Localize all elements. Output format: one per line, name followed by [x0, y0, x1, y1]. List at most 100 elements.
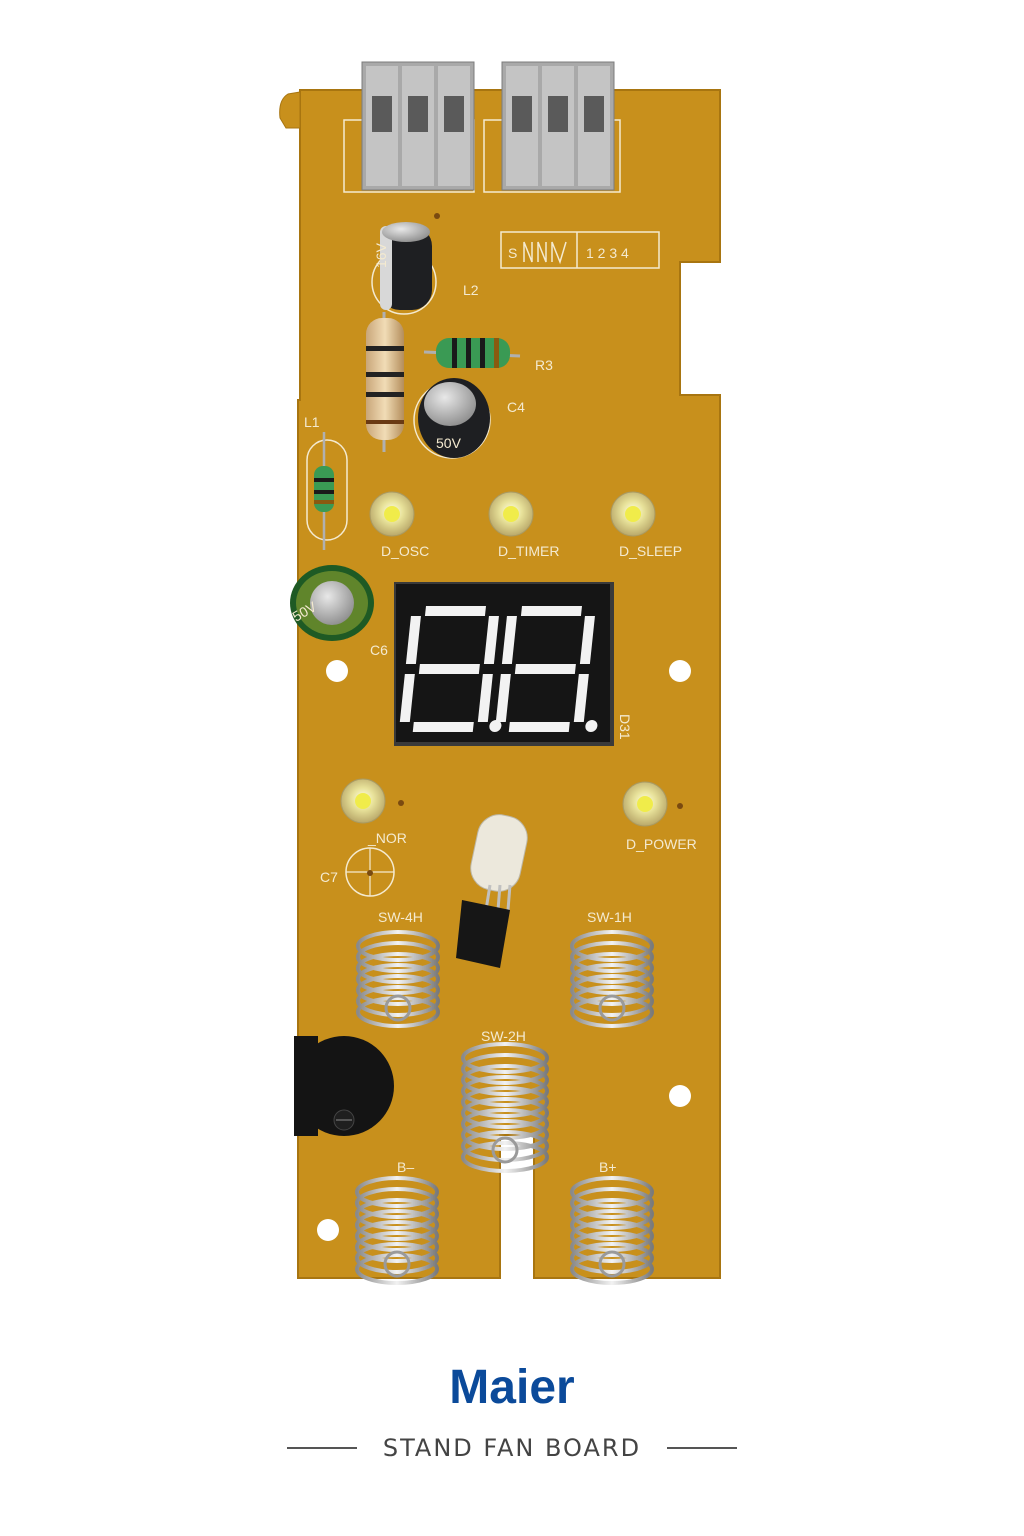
- pin-label-box: S 1 2 3 4: [500, 231, 660, 269]
- label-d-sleep: D_SLEEP: [619, 543, 682, 559]
- resistor-green-r3: [423, 338, 521, 368]
- spring-coil: [570, 1176, 654, 1208]
- spring-coil: [570, 996, 654, 1028]
- label-d-timer: D_TIMER: [498, 543, 559, 559]
- spring-coil: [570, 941, 654, 973]
- spring-coil: [461, 1075, 549, 1107]
- spring-coil: [356, 930, 440, 962]
- spring-coil: [461, 1053, 549, 1085]
- spring-coil: [355, 1253, 439, 1285]
- terminal-block-left: [343, 61, 475, 193]
- spring-base: [598, 1250, 626, 1278]
- spring-coil: [570, 1242, 654, 1274]
- spring-coil: [356, 941, 440, 973]
- cap-c4-marking: 50V: [436, 435, 462, 451]
- spring-coil: [355, 1198, 439, 1230]
- spring-coil: [570, 1253, 654, 1285]
- spring-coil: [461, 1119, 549, 1151]
- via: [677, 803, 683, 809]
- spring-coil: [355, 1176, 439, 1208]
- spring-coil: [570, 1198, 654, 1230]
- spring-coil: [461, 1097, 549, 1129]
- resistor-beige: [366, 312, 404, 452]
- spring-coil: [461, 1064, 549, 1096]
- capacitor-top: 16V: [371, 222, 437, 315]
- led-d-timer: [488, 491, 534, 537]
- c7-footprint: [345, 847, 395, 897]
- spring-b-minus: [355, 1176, 439, 1285]
- spring-coil: [356, 985, 440, 1017]
- via: [398, 800, 404, 806]
- led-d-sleep: [610, 491, 656, 537]
- label-sw2h: SW-2H: [481, 1028, 526, 1044]
- label-pins: 1 2 3 4: [586, 245, 629, 261]
- label-r3: R3: [535, 357, 553, 373]
- spring-coil: [570, 985, 654, 1017]
- label-d-osc: D_OSC: [381, 543, 429, 559]
- terminal-block-right: [483, 61, 621, 193]
- spring-coil: [570, 1209, 654, 1241]
- label-l2: L2: [463, 282, 479, 298]
- brand-name: Maier: [449, 1361, 575, 1414]
- label-d31: D31: [617, 714, 633, 740]
- spring-sw2h: [461, 1042, 549, 1173]
- spring-base: [383, 1250, 411, 1278]
- label-sw4h: SW-4H: [378, 909, 423, 925]
- transistor: [456, 900, 510, 968]
- spring-coil: [570, 963, 654, 995]
- spring-coil: [570, 1220, 654, 1252]
- spring-coil: [570, 1231, 654, 1263]
- display-digit-2: [495, 606, 598, 732]
- led-d-osc: [369, 491, 415, 537]
- label-c7: C7: [320, 869, 338, 885]
- label-c6: C6: [370, 642, 388, 658]
- label-s: S: [508, 245, 517, 261]
- spring-coil: [570, 974, 654, 1006]
- product-subtitle: STAND FAN BOARD: [382, 1434, 642, 1462]
- spring-coil: [461, 1141, 549, 1173]
- mount-hole: [317, 1219, 339, 1241]
- mount-hole: [669, 660, 691, 682]
- spring-coil: [461, 1042, 549, 1074]
- spring-coil: [461, 1130, 549, 1162]
- ir-receiver: [470, 814, 528, 911]
- spring-base: [491, 1136, 519, 1164]
- label-c4: C4: [507, 399, 525, 415]
- label-nor: _NOR: [367, 830, 407, 846]
- capacitor-c6: 50V: [290, 565, 374, 641]
- label-b-minus: B–: [397, 1159, 414, 1175]
- spring-sw4h: [356, 930, 440, 1028]
- spring-coil: [461, 1086, 549, 1118]
- pcb-tab: [279, 91, 301, 129]
- mount-hole: [669, 1085, 691, 1107]
- spring-coil: [356, 952, 440, 984]
- inductor-l1: [306, 432, 348, 550]
- label-sw1h: SW-1H: [587, 909, 632, 925]
- spring-sw1h: [570, 930, 654, 1028]
- spring-coil: [355, 1187, 439, 1219]
- spring-base: [384, 994, 412, 1022]
- display-digit-1: [399, 606, 502, 732]
- spring-coil: [356, 974, 440, 1006]
- spring-coil: [355, 1242, 439, 1274]
- capacitor-c4: 50V: [413, 378, 491, 459]
- spring-b-plus: [570, 1176, 654, 1285]
- spring-coil: [356, 963, 440, 995]
- label-d-power: D_POWER: [626, 836, 697, 852]
- divider-left: [286, 1447, 357, 1449]
- buzzer: [294, 1036, 394, 1136]
- label-l1: L1: [304, 414, 320, 430]
- cap-l2-marking: 16V: [373, 242, 389, 268]
- seven-segment-display: [394, 582, 614, 746]
- subtitle-row: STAND FAN BOARD: [0, 1430, 1024, 1466]
- spring-base: [598, 994, 626, 1022]
- spring-coil: [570, 930, 654, 962]
- led-d-power: [622, 781, 668, 827]
- spring-coil: [570, 1187, 654, 1219]
- led-nor: [340, 778, 386, 824]
- mount-hole: [326, 660, 348, 682]
- spring-coil: [355, 1209, 439, 1241]
- spring-coil: [570, 952, 654, 984]
- spring-coil: [355, 1220, 439, 1252]
